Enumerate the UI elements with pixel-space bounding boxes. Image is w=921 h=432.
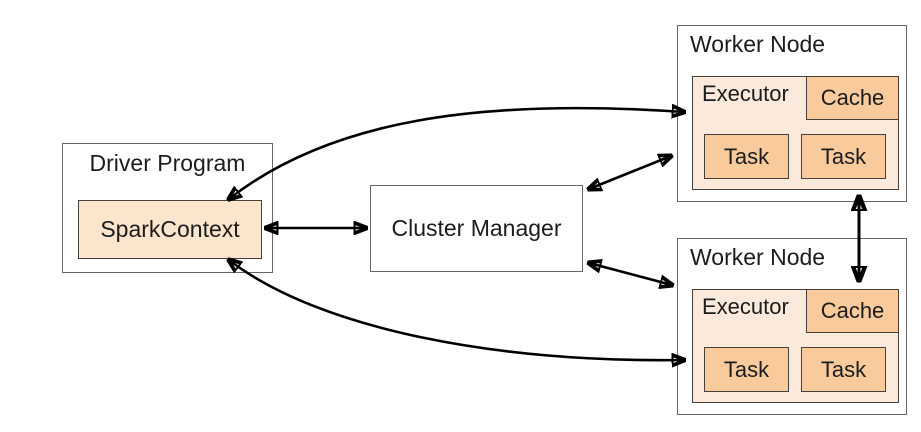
spark-context-box: SparkContext [78, 200, 262, 259]
worker-node-2-label: Worker Node [690, 244, 826, 270]
worker-node-2-task-label-2: Task [820, 356, 867, 382]
worker-node-1-executor-label: Executor [702, 81, 789, 106]
worker-node-2-executor-box: Executor Cache Task Task [692, 289, 899, 403]
worker-node-1-task-label-1: Task [723, 143, 770, 169]
worker-node-2-task-box-2: Task [801, 347, 886, 392]
worker-node-2-box: Worker Node Executor Cache Task Task [677, 238, 907, 415]
arrow-clustermanager-worker2 [589, 263, 672, 285]
arrow-sparkcontext-worker2-curve [229, 260, 684, 360]
worker-node-1-task-box-2: Task [801, 134, 886, 179]
spark-context-label: SparkContext [100, 216, 240, 242]
worker-node-2-executor-label: Executor [702, 294, 789, 319]
worker-node-2-task-box-1: Task [704, 347, 789, 392]
worker-node-2-task-label-1: Task [723, 356, 770, 382]
worker-node-2-cache-label: Cache [820, 298, 885, 323]
worker-node-2-cache-box: Cache [806, 289, 899, 333]
worker-node-1-cache-box: Cache [806, 76, 899, 120]
worker-node-1-executor-box: Executor Cache Task Task [692, 76, 899, 190]
worker-node-1-box: Worker Node Executor Cache Task Task [677, 25, 907, 202]
arrow-clustermanager-worker1 [589, 156, 671, 189]
driver-program-box: Driver Program SparkContext [62, 143, 273, 273]
cluster-manager-label: Cluster Manager [391, 215, 562, 241]
cluster-manager-box: Cluster Manager [370, 185, 583, 272]
worker-node-1-cache-label: Cache [820, 85, 885, 110]
worker-node-1-task-label-2: Task [820, 143, 867, 169]
worker-node-1-label: Worker Node [690, 31, 826, 57]
driver-program-label: Driver Program [89, 150, 246, 176]
worker-node-1-task-box-1: Task [704, 134, 789, 179]
